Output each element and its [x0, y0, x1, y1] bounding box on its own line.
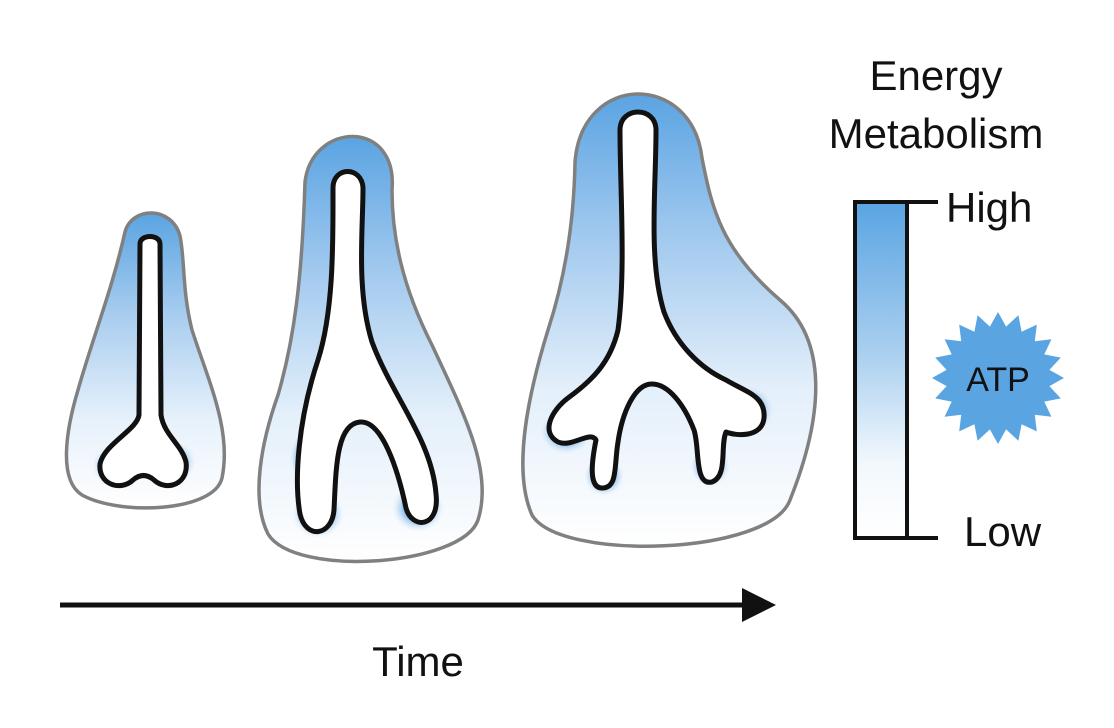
stage-3-epithelium [546, 109, 767, 491]
stage-2-epithelium [294, 169, 439, 535]
stage-1-tissue [64, 211, 227, 510]
legend-title-line2: Metabolism [829, 110, 1044, 157]
low-label: Low [964, 508, 1042, 555]
energy-legend: Energy Metabolism High Low ATP [829, 52, 1064, 555]
atp-label: ATP [966, 361, 1030, 399]
legend-title-line1: Energy [869, 52, 1002, 99]
time-label: Time [372, 638, 464, 685]
stage-1-epithelium [97, 234, 189, 488]
high-label: High [946, 184, 1032, 231]
atp-starburst [932, 312, 1064, 444]
atp-badge: ATP [932, 312, 1064, 444]
stage-2-tissue [257, 134, 484, 564]
energy-scale-bar [853, 200, 909, 540]
stage-3-tissue [521, 92, 818, 548]
time-arrow [60, 588, 776, 622]
